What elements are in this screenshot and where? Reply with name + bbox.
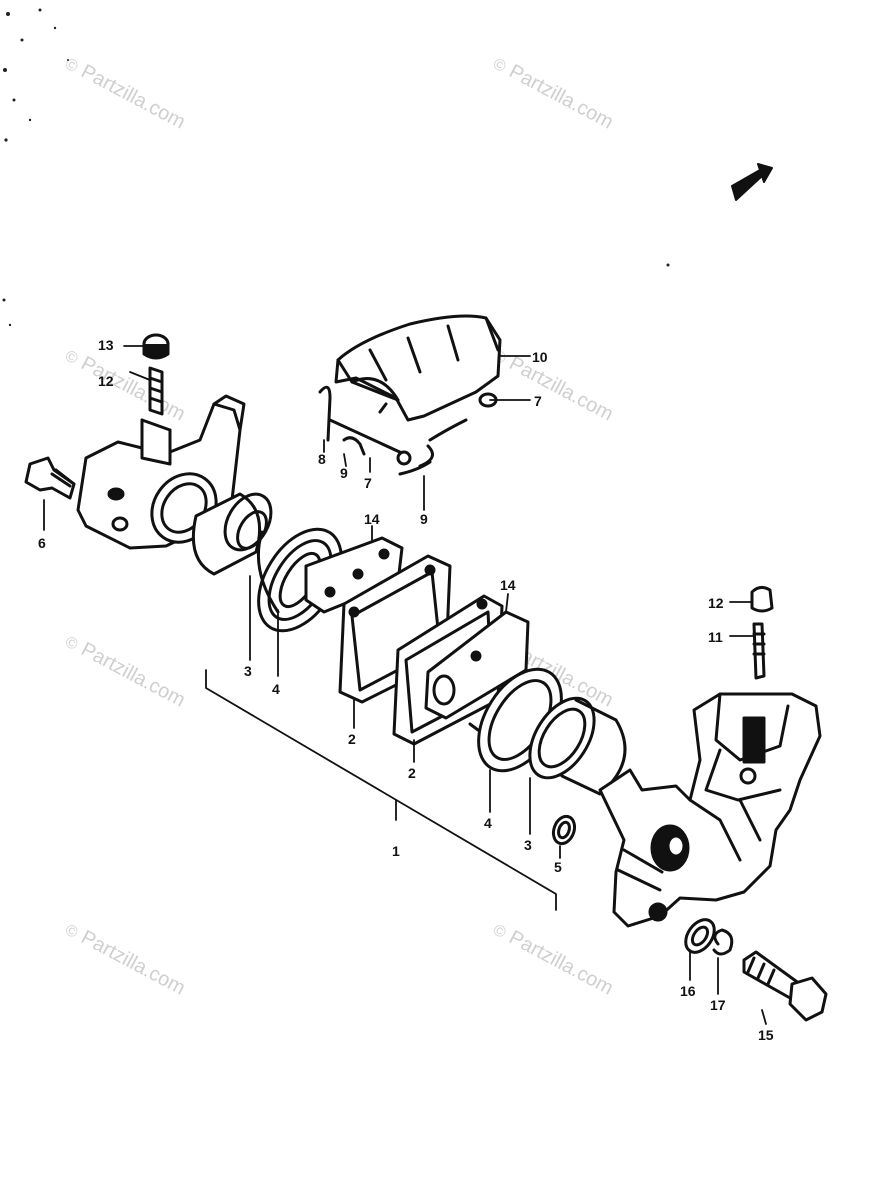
callout-8: 8 xyxy=(318,451,326,467)
callout-15: 15 xyxy=(758,1027,774,1043)
callout-9: 9 xyxy=(340,465,348,481)
mounting-bolt xyxy=(742,950,828,1022)
callout-10: 10 xyxy=(532,349,548,365)
caliper-right-half xyxy=(598,585,822,928)
callout-4b: 4 xyxy=(484,815,492,831)
callout-6: 6 xyxy=(38,535,46,551)
callout-16: 16 xyxy=(680,983,696,999)
caliper-left-half xyxy=(24,333,246,550)
callout-14b: 14 xyxy=(500,577,516,593)
callout-11: 11 xyxy=(708,629,723,645)
clip-17 xyxy=(712,928,734,956)
callout-9b: 9 xyxy=(420,511,428,527)
washer xyxy=(551,814,577,846)
callout-2b: 2 xyxy=(408,765,416,781)
callout-12: 12 xyxy=(98,373,114,389)
callout-5: 5 xyxy=(554,859,562,875)
callout-3: 3 xyxy=(244,663,252,679)
callout-12b: 12 xyxy=(708,595,724,611)
callout-7: 7 xyxy=(534,393,542,409)
pad-cover xyxy=(318,314,502,476)
callout-2: 2 xyxy=(348,731,356,747)
callout-13: 13 xyxy=(98,337,114,353)
scan-noise xyxy=(2,8,670,327)
callout-3b: 3 xyxy=(524,837,532,853)
callout-7b: 7 xyxy=(364,475,372,491)
callout-14: 14 xyxy=(364,511,380,527)
callout-1: 1 xyxy=(392,843,400,859)
piston-left xyxy=(191,492,273,576)
leader-lines xyxy=(43,345,767,1025)
callout-17: 17 xyxy=(710,997,726,1013)
direction-arrow-icon xyxy=(731,163,773,201)
callout-4: 4 xyxy=(272,681,280,697)
